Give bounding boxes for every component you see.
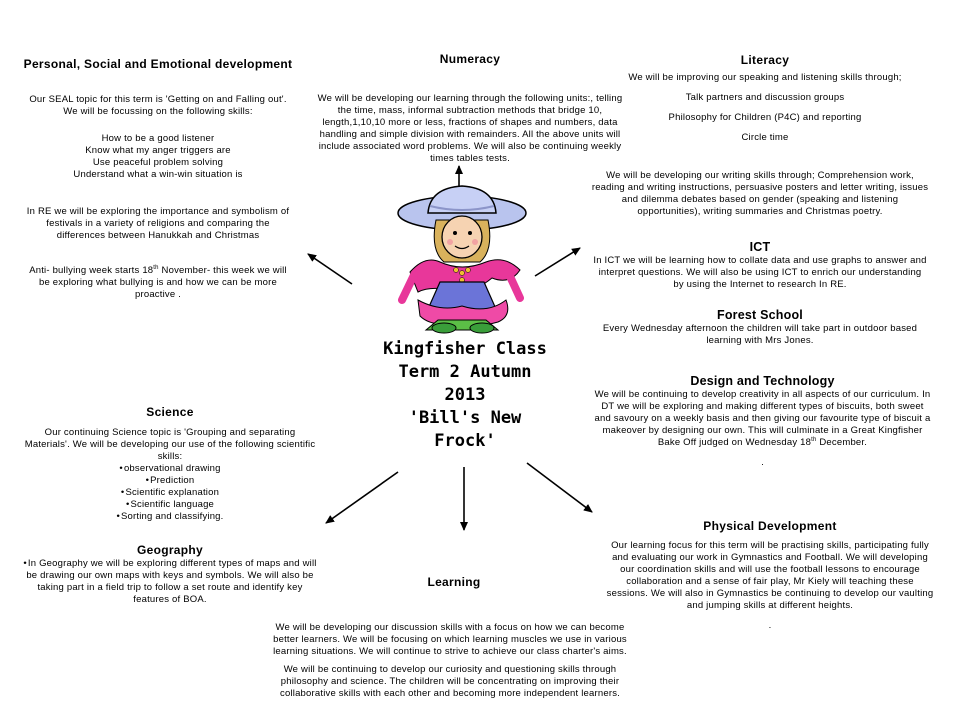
- science-line: Materials'. We will be developing our us…: [24, 439, 316, 450]
- arrow-to-ict: [534, 247, 581, 277]
- pse-antibullying-line: proactive .: [134, 289, 182, 300]
- ict-line: In ICT we will be learning how to collat…: [593, 255, 927, 266]
- science-skill: Sorting and classifying.: [5, 511, 335, 523]
- title-line: Kingfisher Class: [383, 339, 547, 359]
- dt-line: We will be continuing to develop creativ…: [594, 389, 931, 400]
- pe-line: collaboration and a sense of fair play, …: [626, 576, 914, 587]
- pe-line: Our learning focus for this term will be…: [611, 540, 929, 551]
- pse-skill: How to be a good listener: [101, 133, 215, 144]
- pse-skill: Know what my anger triggers are: [85, 145, 231, 156]
- geography-line: features of BOA.: [133, 594, 207, 605]
- science-line: Our continuing Science topic is 'Groupin…: [44, 427, 296, 438]
- pe-dot: .: [768, 620, 772, 631]
- literacy-item: Philosophy for Children (P4C) and report…: [668, 112, 862, 123]
- literacy-item: Circle time: [741, 132, 789, 143]
- pse-section: Personal, Social and Emotional developme…: [8, 57, 308, 301]
- title-line: Term 2 Autumn: [398, 362, 532, 382]
- numeracy-line: We will be developing our learning throu…: [317, 93, 623, 104]
- forest-school-line: learning with Mrs Jones.: [706, 335, 814, 346]
- learning-heading-wrap: Learning: [394, 575, 514, 590]
- geography-section: Geography In Geography we will be explor…: [5, 543, 335, 606]
- dt-line: DT we will be exploring and making diffe…: [601, 401, 924, 412]
- literacy-writing: We will be developing our writing skills…: [570, 170, 950, 218]
- geography-line: be drawing our own maps with keys and sy…: [26, 570, 314, 581]
- pse-re-line: festivals in a variety of religions and …: [46, 218, 270, 229]
- ict-line: by using the Internet to research In RE.: [673, 279, 847, 290]
- literacy-writing-line: opportunities), writing summaries and Ch…: [637, 206, 883, 217]
- literacy-section: Literacy We will be improving our speaki…: [595, 53, 935, 144]
- geography-list: In Geography we will be exploring differ…: [5, 558, 335, 570]
- science-skill: Prediction: [5, 475, 335, 487]
- science-skill: Scientific explanation: [5, 487, 335, 499]
- forest-school-section: Forest School Every Wednesday afternoon …: [570, 307, 950, 347]
- dt-section: Design and Technology We will be continu…: [570, 373, 955, 469]
- literacy-writing-line: and dilemma debates based on gender (spe…: [621, 194, 899, 205]
- numeracy-line: length,1,10,10 more or less, fractions o…: [322, 117, 618, 128]
- learning-line: learning situations. We will continue to…: [273, 646, 627, 657]
- ict-section: ICT In ICT we will be learning how to co…: [570, 239, 950, 291]
- numeracy-line: handling and simple division with remain…: [319, 129, 621, 140]
- ict-heading: ICT: [749, 240, 771, 254]
- literacy-writing-line: reading and writing instructions, persua…: [591, 182, 929, 193]
- learning-line: We will be continuing to develop our cur…: [283, 664, 617, 675]
- dt-line: and savoury on a weekly basis and then g…: [594, 413, 931, 424]
- dt-dot: .: [761, 457, 764, 468]
- geography-line: In Geography we will be exploring differ…: [5, 558, 335, 570]
- science-line: skills:: [157, 451, 183, 462]
- class-title: Kingfisher Class Term 2 Autumn 2013 'Bil…: [370, 338, 560, 453]
- pse-re-line: differences between Hanukkah and Christm…: [56, 230, 260, 241]
- dt-line: Bake Off judged on Wednesday 18th Decemb…: [657, 436, 868, 448]
- arrow-to-pe: [526, 462, 593, 513]
- pe-line: and evaluating our work in Gymnastics an…: [612, 552, 928, 563]
- literacy-writing-line: We will be developing our writing skills…: [606, 170, 914, 181]
- literacy-heading: Literacy: [740, 53, 790, 67]
- numeracy-line: the time, mass, informal subtraction met…: [337, 105, 603, 116]
- arrow-to-pse: [307, 253, 353, 285]
- science-skill: Scientific language: [5, 499, 335, 511]
- science-section: Science Our continuing Science topic is …: [5, 405, 335, 523]
- arrow-to-science: [325, 471, 399, 524]
- learning-line: collaborative skills with each other and…: [280, 688, 620, 699]
- numeracy-line: include associated word problems. We wil…: [318, 141, 622, 152]
- pse-skill: Use peaceful problem solving: [92, 157, 224, 168]
- title-line: 2013: [444, 385, 486, 405]
- pse-intro-line: We will be focussing on the following sk…: [63, 106, 253, 117]
- title-line: 'Bill's New: [408, 408, 522, 428]
- pse-skill: Understand what a win-win situation is: [73, 169, 243, 180]
- girl-in-frock-icon: [397, 185, 527, 334]
- pse-intro-line: Our SEAL topic for this term is 'Getting…: [29, 94, 287, 105]
- pe-heading: Physical Development: [703, 519, 837, 533]
- learning-heading: Learning: [427, 575, 481, 589]
- pse-antibullying-line: be exploring what bullying is and how we…: [38, 277, 277, 288]
- science-skills-list: observational drawing Prediction Scienti…: [5, 463, 335, 523]
- forest-school-line: Every Wednesday afternoon the children w…: [602, 323, 918, 334]
- geography-heading: Geography: [136, 543, 204, 557]
- pse-antibullying-line: Anti- bullying week starts 18th November…: [29, 264, 287, 276]
- dt-line: makeover by designing our own. This will…: [602, 425, 923, 436]
- pse-re-line: In RE we will be exploring the importanc…: [26, 206, 290, 217]
- learning-line: better learners. We will be focusing on …: [273, 634, 627, 645]
- pe-section: Physical Development Our learning focus …: [585, 519, 955, 632]
- numeracy-section: Numeracy We will be developing our learn…: [300, 52, 640, 165]
- learning-line: philosophy and science. The children wil…: [280, 676, 620, 687]
- learning-line: We will be developing our discussion ski…: [275, 622, 625, 633]
- science-heading: Science: [146, 405, 194, 419]
- pe-line: sessions. We will also in Gymnastics be …: [606, 588, 934, 599]
- numeracy-line: times tables tests.: [430, 153, 510, 164]
- dt-heading: Design and Technology: [690, 374, 835, 388]
- title-line: Frock': [434, 431, 496, 451]
- numeracy-heading: Numeracy: [439, 52, 501, 66]
- science-skill: observational drawing: [5, 463, 335, 475]
- pe-line: and jumping skills at different heights.: [686, 600, 854, 611]
- literacy-item: Talk partners and discussion groups: [685, 92, 845, 103]
- literacy-intro: We will be improving our speaking and li…: [628, 72, 902, 83]
- learning-section: We will be developing our discussion ski…: [240, 622, 660, 700]
- pe-line: our coordination skills and will use the…: [620, 564, 920, 575]
- geography-line: taking part in a field trip to follow a …: [37, 582, 303, 593]
- forest-school-heading: Forest School: [717, 308, 803, 322]
- pse-heading: Personal, Social and Emotional developme…: [23, 57, 293, 71]
- ict-line: interpret questions. We will also be usi…: [598, 267, 922, 278]
